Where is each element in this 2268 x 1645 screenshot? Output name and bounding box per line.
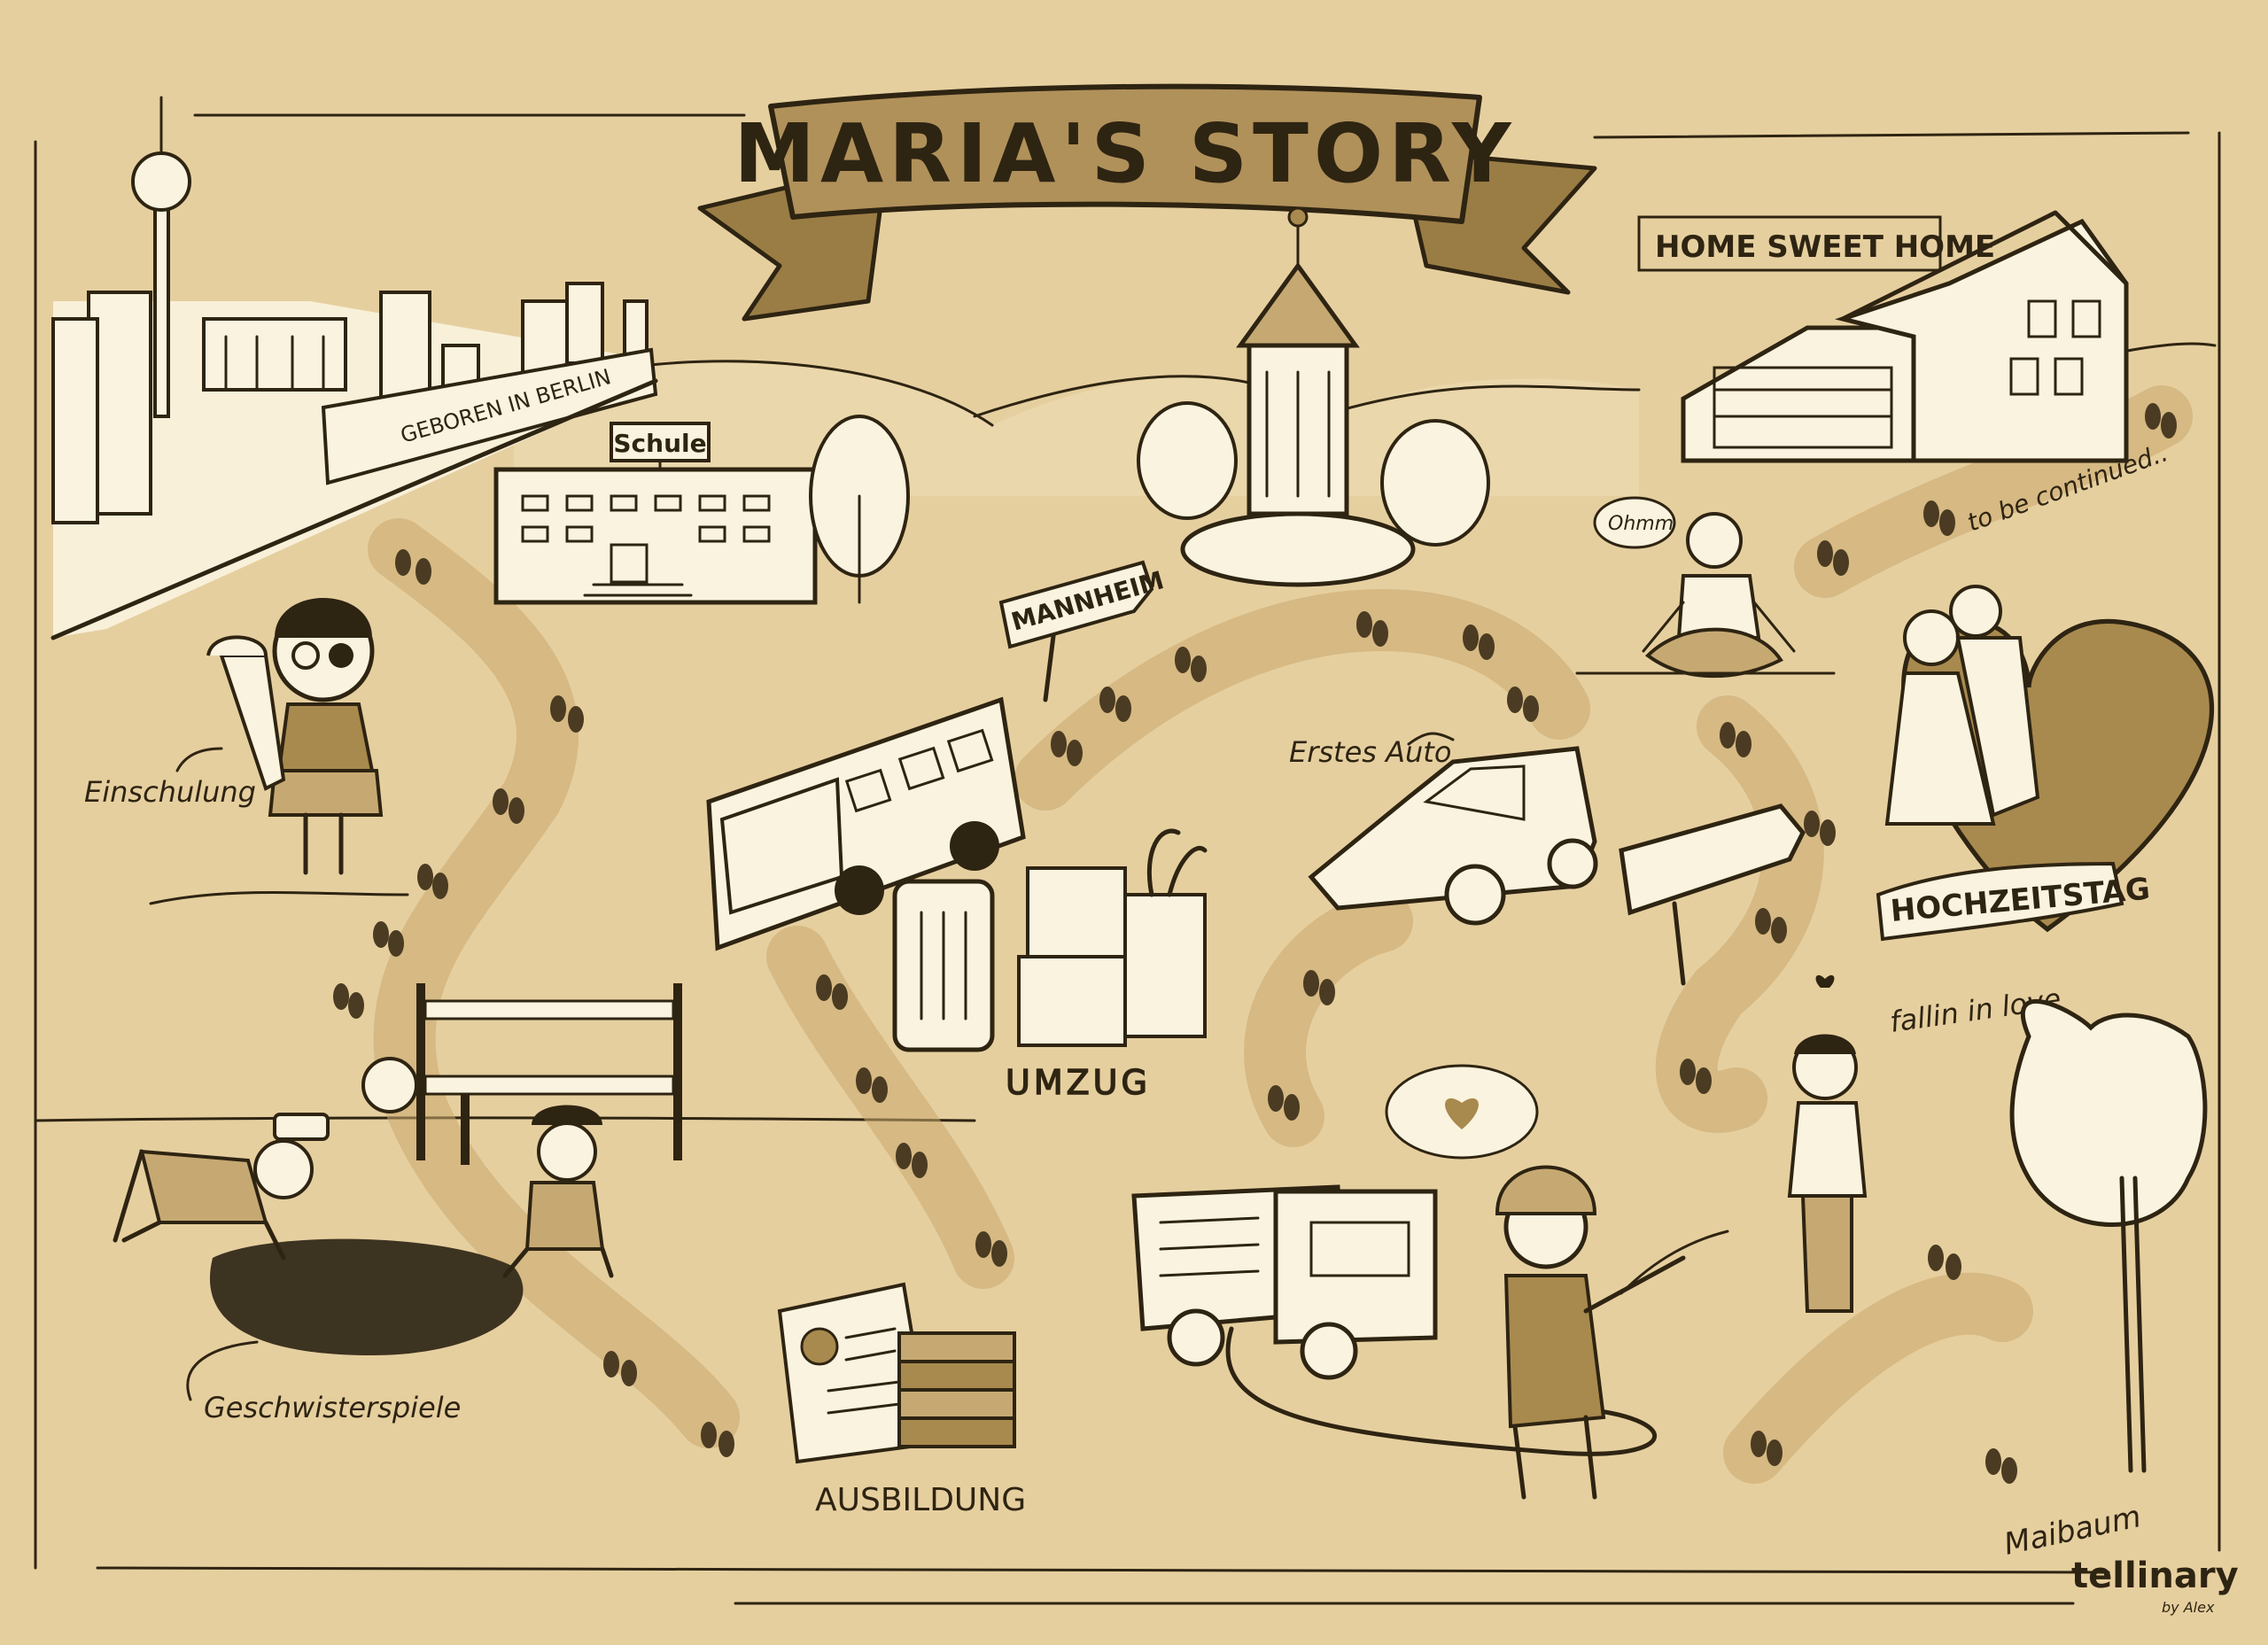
home-label: HOME SWEET HOME [1655,229,1995,265]
geschwister-label: Geschwisterspiele [204,1391,461,1424]
ohmm-label: Ohmm [1608,513,1674,535]
maibaum-tree: Maibaum [2001,998,2208,1563]
meditating-woman: Ohmm [1575,496,1836,679]
moving-boxes: UMZUG [892,828,1208,1103]
book-stack [897,1331,1016,1448]
erstes-auto-label: Erstes Auto [1289,735,1451,769]
fireman [1385,1064,1729,1500]
siblings-play: Geschwisterspiele [113,983,682,1424]
footprints [333,403,2177,1484]
ausbildung-label: AUSBILDUNG [815,1482,1026,1518]
einschulung-girl: Einschulung [84,598,409,905]
first-car: Erstes Auto [1289,732,1598,926]
thought-cloud [1385,1064,1539,1160]
wedding-heart: HOCHZEITSTAG [1876,585,2215,942]
water-tower [1137,206,1490,587]
blank-signpost [1619,803,1806,986]
umzug-label: UMZUG [1006,1063,1151,1102]
frame-border [34,113,2221,1605]
hills [34,342,2217,1122]
school-windows [521,494,771,543]
einschulung-label: Einschulung [84,775,256,809]
berlin-skyline: GEBOREN IN BERLIN [50,96,658,640]
maibaum-label: Maibaum [2001,1499,2145,1563]
title-text: MARIA'S STORY [734,106,1516,201]
home-house: HOME SWEET HOME to be continued.. [1637,210,2171,538]
brand-label: tellinary [2071,1556,2239,1596]
brand-mark: tellinary by Alex [2071,1556,2239,1616]
fire-truck [1131,1184,1657,1456]
ausbildung-diploma: AUSBILDUNG [777,1282,1026,1518]
bus [706,696,1026,951]
title-banner: MARIA'S STORY [697,83,1597,322]
brand-sub-label: by Alex [2162,1599,2215,1616]
school-building: Schule [493,415,910,605]
schule-label: Schule [613,429,706,458]
